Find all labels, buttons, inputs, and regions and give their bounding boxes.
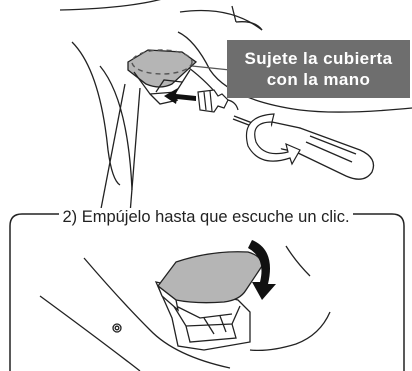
connector-housing-bottom xyxy=(154,251,263,351)
highlight-dashed-ellipse xyxy=(131,49,193,75)
hold-cover-callout: Sujete la cubierta con la mano xyxy=(227,40,410,98)
cover-plate xyxy=(157,251,263,304)
step-2-caption-text: 2) Empújelo hasta que escuche un clic. xyxy=(59,208,353,226)
insert-arrow xyxy=(164,88,196,104)
connector-plug xyxy=(197,89,239,113)
callout-leader-line xyxy=(191,65,231,71)
screw-hole xyxy=(112,323,122,333)
push-down-arrow xyxy=(248,240,276,300)
zoom-guide-lines xyxy=(99,83,141,215)
device-body-top xyxy=(59,0,412,191)
callout-line-2: con la mano xyxy=(266,70,371,89)
rotation-arrow xyxy=(246,113,301,166)
device-body-bottom xyxy=(39,245,331,371)
connector-housing-top xyxy=(127,49,231,105)
step-2-caption: 2) Empújelo hasta que escuche un clic. xyxy=(0,208,412,227)
callout-line-1: Sujete la cubierta xyxy=(244,49,393,68)
